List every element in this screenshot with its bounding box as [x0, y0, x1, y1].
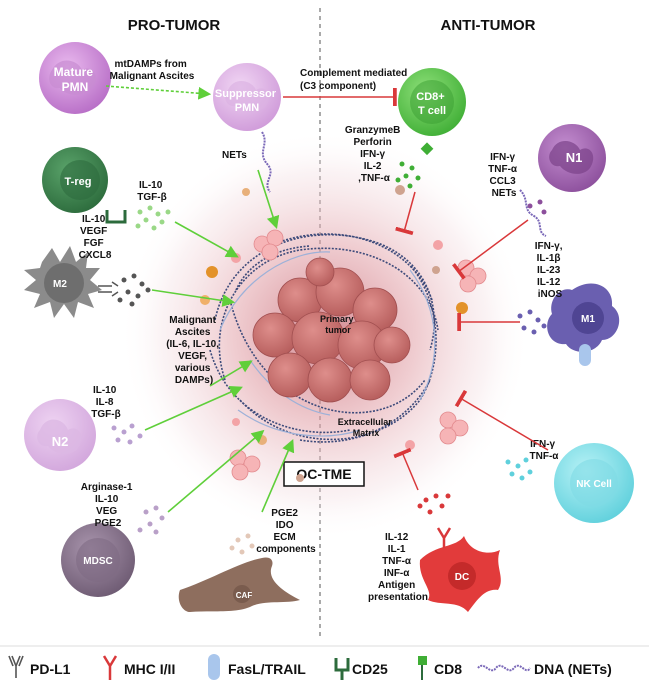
- pro-tumor-header: PRO-TUMOR: [128, 17, 221, 34]
- cd25-receptor-icon: [105, 210, 127, 224]
- complement-label: Complement mediated (C3 component): [300, 68, 410, 92]
- mhc-receptor-icon: [436, 527, 452, 548]
- m2-factors: IL-10 VEGF FGF CXCL8: [79, 214, 112, 261]
- caf-cell: CAF: [178, 557, 300, 612]
- legend-mhc: MHC I/II: [102, 655, 175, 680]
- mhc-icon: [102, 655, 118, 680]
- treg-label: T-reg: [65, 176, 92, 188]
- legend-cd8: CD8: [418, 656, 462, 680]
- caf-arrow: [261, 439, 295, 513]
- n1-factors: IFN-γ TNF-α CCL3 NETs: [488, 152, 520, 199]
- caf-factors: PGE2 IDO ECM components: [256, 508, 316, 555]
- nets-label: NETs: [222, 150, 247, 161]
- nk-inhibition-arrow: [454, 389, 549, 451]
- mdsc-label: MDSC: [83, 556, 112, 567]
- legend: PD-L1 MHC I/II FasL/TRAIL CD25 CD8 DNA (…: [8, 654, 612, 680]
- cd8-inhibition-arrow: [395, 191, 416, 236]
- nk-cell: NK Cell: [554, 443, 634, 523]
- ecm-label: Extracellular Matrix: [338, 417, 395, 438]
- dc-secretion-dots: [417, 493, 451, 515]
- legend-mhc-label: MHC I/II: [124, 661, 175, 677]
- nk-factors: IFN-γ TNF-α: [530, 439, 560, 462]
- pdl1-receptor-icon: [98, 281, 119, 297]
- legend-cd25: CD25: [334, 658, 388, 680]
- pdl1-icon: [8, 655, 24, 678]
- cd8-t-cell: CD8+ T cell: [398, 68, 466, 156]
- m2-secretion-dots: [117, 273, 151, 307]
- caf-secretion-dots: [229, 533, 255, 555]
- cd25-icon: [334, 658, 350, 680]
- oc-tme-label: OC-TME: [296, 466, 351, 482]
- suppressor-pmn-label: Suppressor PMN: [215, 88, 279, 114]
- rbc-cluster-bottom-right: [439, 411, 469, 445]
- cd8-secretion-dots: [395, 161, 421, 189]
- m1-secretion-dots: [517, 309, 547, 335]
- m2-label: M2: [53, 279, 67, 290]
- cd8-label: CD8+ T cell: [416, 91, 448, 117]
- cd8-receptor-icon: [420, 142, 434, 156]
- n1-secretion-dots: [527, 199, 547, 215]
- n2-arrow: [144, 386, 243, 431]
- mdsc-arrow: [167, 429, 265, 513]
- m1-macrophage-cell: M1: [547, 283, 620, 366]
- treg-arrow: [174, 221, 239, 258]
- nk-label: NK Cell: [576, 479, 612, 490]
- n2-neutrophil-cell: N2: [24, 399, 96, 471]
- n2-label: N2: [52, 434, 69, 449]
- legend-dna-label: DNA (NETs): [534, 661, 612, 677]
- dc-inhibition-arrow: [393, 447, 419, 491]
- treg-secretion-dots: [135, 205, 171, 231]
- dc-factors: IL-12 IL-1 TNF-α INF-α Antigen presentat…: [368, 532, 428, 603]
- cd8-factors: GranzymeB Perforin IFN-γ IL-2 ,TNF-α: [345, 125, 403, 184]
- nets-dna-strand: [261, 131, 272, 193]
- legend-pdl1-label: PD-L1: [30, 661, 71, 677]
- fasl-trail-icon: [579, 344, 591, 366]
- legend-cd25-label: CD25: [352, 661, 388, 677]
- ascites-label: Malignant Ascites (IL-6, IL-10, VEGF, va…: [166, 315, 222, 386]
- mature-pmn-label: Mature PMN: [54, 65, 97, 94]
- mtdamps-label: mtDAMPs from Malignant Ascites: [110, 59, 195, 82]
- n1-inhibition-arrow: [452, 219, 529, 280]
- treg-factors: IL-10 TGF-β: [137, 180, 166, 203]
- m1-label: M1: [581, 314, 595, 325]
- ascites-arrow: [209, 360, 253, 387]
- m2-macrophage-cell: M2: [24, 246, 119, 318]
- legend-dna: DNA (NETs): [477, 661, 612, 677]
- oc-tme-box: [283, 461, 365, 487]
- n1-neutrophil-cell: N1: [538, 124, 606, 192]
- fasl-icon: [208, 654, 220, 680]
- treg-cell: T-reg: [42, 147, 127, 224]
- nk-secretion-dots: [505, 457, 533, 481]
- suppressor-pmn-cell: Suppressor PMN: [213, 63, 281, 131]
- legend-fasl-label: FasL/TRAIL: [228, 661, 306, 677]
- mdsc-factors: Arginase-1 IL-10 VEG PGE2: [81, 482, 135, 529]
- mature-pmn-cell: Mature PMN: [39, 42, 111, 114]
- n1-label: N1: [566, 150, 583, 165]
- rbc-cluster-bottom-left: [229, 449, 261, 481]
- primary-tumor-label: Primary tumor: [320, 314, 356, 335]
- suppressor-pmn-arrow: [257, 169, 280, 230]
- dc-label: DC: [455, 572, 469, 583]
- m2-arrow: [151, 289, 236, 307]
- mdsc-secretion-dots: [137, 505, 165, 535]
- dendritic-cell: DC: [419, 527, 501, 612]
- legend-pdl1: PD-L1: [8, 655, 71, 678]
- caf-label: CAF: [236, 591, 253, 600]
- n2-secretion-dots: [111, 423, 143, 445]
- dna-fibers: [219, 251, 436, 437]
- rbc-cluster-top: [253, 229, 284, 261]
- legend-fasl: FasL/TRAIL: [208, 654, 306, 680]
- primary-tumor: [252, 257, 411, 403]
- cd8-icon: [418, 656, 427, 665]
- anti-tumor-header: ANTI-TUMOR: [441, 17, 536, 34]
- legend-cd8-label: CD8: [434, 661, 462, 677]
- mdsc-cell: MDSC: [61, 523, 135, 597]
- mtdamps-arrow: [105, 85, 212, 100]
- m1-factors: IFN-γ, IL-1β IL-23 IL-12 iNOS: [535, 241, 566, 300]
- dna-nets-icon: [477, 664, 531, 672]
- n2-factors: IL-10 IL-8 TGF-β: [91, 385, 120, 420]
- n1-nets-strand: [519, 189, 547, 237]
